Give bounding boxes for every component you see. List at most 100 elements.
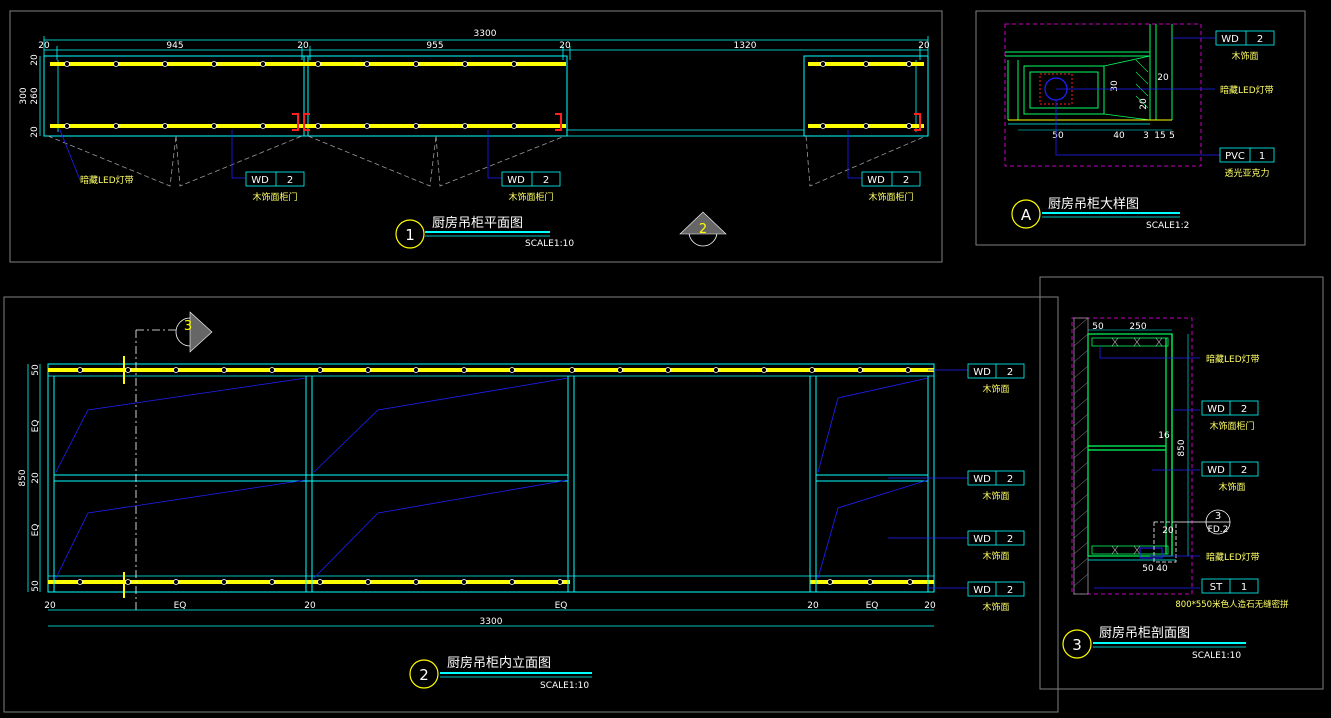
plan-dim-total: 3300 [474,29,497,39]
section-detail-ref-sheet: FD.2 [1208,525,1229,535]
section-number: 3 [1072,636,1082,654]
elev-bottom-dim-4: EQ [555,601,568,611]
section-scale: SCALE1:10 [1192,651,1241,661]
plan-dim-f: 1320 [734,41,757,51]
elevation-section-marker: 3 [175,311,213,353]
section-frame [1039,276,1324,690]
detail-dim-3: 3 [1143,131,1149,141]
plan-section-number: 2 [699,222,707,237]
plan-dim-c: 20 [297,41,309,51]
detail-tag-1-note: 木饰面 [1231,50,1258,62]
detail-tag-1-code: WD [1221,34,1239,45]
plan-dim-b: 945 [166,41,183,51]
elev-bottom-dim-2: EQ [174,601,187,611]
detail-dim-1: 50 [1052,131,1064,141]
elevation-number-circle [409,659,439,689]
plan-left-dim-4: 20 [30,126,40,138]
detail-scale: SCALE1:2 [1146,221,1189,231]
elevation-frame [3,296,1059,713]
detail-dim-6: 20 [1157,73,1169,83]
elev-bottom-dim-1: 20 [44,601,56,611]
elev-tag-3-code: WD [973,534,991,545]
elev-bottom-dim-5: 20 [807,601,819,611]
elev-left-dim-3: 850 [18,469,28,486]
plan-title: 厨房吊柜平面图 [432,215,523,231]
plan-view: 3300 20 945 20 955 20 1320 20 20 300 260… [19,29,930,249]
section-title: 厨房吊柜剖面图 [1099,625,1190,641]
plan-tag-1 [245,171,305,187]
section-led-top: 暗藏LED灯带 [1206,353,1260,365]
section-dim-7: 40 [1156,564,1168,574]
section-tag-1-note: 木饰面柜门 [1209,420,1254,432]
elevation-view: 3 50 EQ 850 20 EQ 50 20 EQ 20 EQ 20 EQ 2… [18,311,1025,691]
elev-bottom-dim-7: 20 [924,601,936,611]
detail-tag-1 [1215,30,1275,46]
plan-section-marker: 2 [679,211,727,247]
detail-dim-4: 15 [1154,131,1165,141]
detail-tag-2 [1219,147,1275,163]
detail-tag-2-note: 透光亚克力 [1224,167,1269,179]
detail-frame [975,10,1306,246]
section-dim-6: 50 [1142,564,1154,574]
plan-tag-3 [861,171,921,187]
elev-tag-1-num: 2 [1007,367,1013,378]
detail-tag-1-num: 2 [1257,34,1263,45]
detail-dim-8: 30 [1110,80,1120,92]
section-tag-1-num: 2 [1241,404,1247,415]
elev-left-dim-1: 50 [31,364,41,376]
plan-tag-2-num: 2 [543,175,549,186]
detail-dim-7: 20 [1139,98,1149,110]
detail-dim-5: 5 [1169,131,1175,141]
elev-tag-4-code: WD [973,585,991,596]
section-tag-3-note: 800*550米色人造石无缝密拼 [1175,599,1289,610]
section-tag-2-note: 木饰面 [1218,481,1245,493]
elevation-number: 2 [419,666,429,684]
elev-tag-1-code: WD [973,367,991,378]
plan-left-dim-1: 20 [30,54,40,66]
section-dim-3: 850 [1177,439,1187,456]
detail-tag-2-code: PVC [1225,151,1245,162]
elev-total-dim: 3300 [480,617,503,627]
detail-letter: A [1021,206,1032,224]
section-detail-ref: 3 FD.2 [1176,509,1231,535]
plan-number: 1 [405,226,415,244]
detail-view: 50 40 3 15 5 20 20 30 WD 2 木饰面 暗藏LED灯带 P… [1004,23,1275,231]
section-tag-3-num: 1 [1241,582,1247,593]
plan-scale: SCALE1:10 [525,239,574,249]
section-dim-5: 20 [1162,526,1174,536]
elev-bottom-dim-6: EQ [866,601,879,611]
elev-left-dim-6: 50 [31,580,41,592]
section-tag-2-num: 2 [1241,465,1247,476]
elev-bottom-dim-3: 20 [304,601,316,611]
elev-tag-4-num: 2 [1007,585,1013,596]
section-dim-2: 250 [1129,322,1146,332]
elev-tag-2-num: 2 [1007,474,1013,485]
detail-title: 厨房吊柜大样图 [1048,196,1139,212]
elev-tag-2-note: 木饰面 [982,490,1009,502]
section-view: 50 250 850 16 20 50 40 3 FD.2 暗藏LED灯带 WD… [1062,317,1289,661]
elev-left-dim-5: EQ [31,524,41,537]
plan-frame [9,10,943,263]
detail-dim-2: 40 [1113,131,1125,141]
elev-left-dim-2: EQ [31,420,41,433]
plan-tag-1-code: WD [251,175,269,186]
elevation-title: 厨房吊柜内立面图 [447,655,551,671]
section-dim-1: 50 [1092,322,1104,332]
plan-dim-e: 20 [559,41,571,51]
plan-dim-d: 955 [426,41,443,51]
section-tag-2-code: WD [1207,465,1225,476]
plan-led-callout: 暗藏LED灯带 [80,174,134,186]
plan-tag-3-num: 2 [903,175,909,186]
plan-dim-a: 20 [38,41,50,51]
section-tag-1-code: WD [1207,404,1225,415]
section-tag-3-code: ST [1210,582,1223,593]
elev-tag-4-note: 木饰面 [982,601,1009,613]
plan-tag-2 [501,171,561,187]
section-detail-ref-num: 3 [1215,511,1221,522]
section-dim-4: 16 [1158,431,1170,441]
elevation-scale: SCALE1:10 [540,681,589,691]
elev-tag-2-code: WD [973,474,991,485]
plan-tag-2-code: WD [507,175,525,186]
detail-letter-circle [1011,199,1041,229]
